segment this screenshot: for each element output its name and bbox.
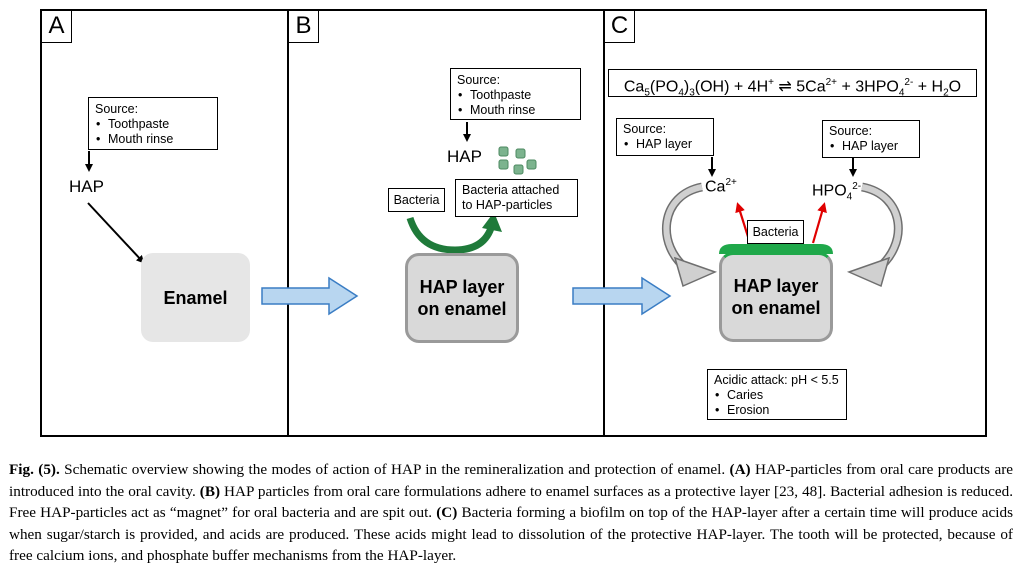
source-item: Toothpaste: [457, 88, 574, 103]
panel-b-hap-label: HAP: [447, 147, 482, 166]
panel-c-bacteria-box: Bacteria: [747, 220, 804, 244]
flow-arrow-a-to-b: [261, 276, 359, 316]
formula-sub: 2: [943, 87, 949, 99]
panel-c-source-right-box: Source: HAP layer: [822, 120, 920, 158]
formula-part: (PO: [649, 78, 679, 96]
panel-b-attached-box: Bacteria attached to HAP-particles: [455, 179, 578, 217]
phosphate-ion-label: HPO42-: [812, 181, 861, 203]
panel-b-hap-layer: HAP layer on enamel: [405, 253, 519, 343]
hap-particle: [515, 148, 526, 159]
arrow-hap-to-enamel-a: [87, 202, 145, 264]
acid-item: Erosion: [714, 403, 840, 418]
hap-particle: [498, 146, 509, 157]
formula-sup: +: [768, 77, 774, 88]
red-arrow-hpo: [811, 202, 827, 244]
formula-part: (OH) + 4H: [694, 78, 769, 96]
reaction-formula: Ca5(PO4)3(OH) + 4H+ ⇌ 5Ca2+ + 3HPO42- + …: [608, 69, 977, 99]
panel-b-letter: B: [289, 11, 319, 43]
flow-arrow-b-to-c: [572, 276, 672, 316]
source-item: Toothpaste: [95, 117, 211, 132]
acidic-attack-box: Acidic attack: pH < 5.5 Caries Erosion: [707, 369, 847, 420]
formula-sub: 4: [678, 87, 684, 99]
formula-sup: 2+: [825, 77, 838, 88]
caption-tag-c: (C): [436, 504, 458, 521]
source-title: Source:: [829, 124, 873, 138]
source-title: Source:: [623, 122, 667, 136]
hap-particle: [498, 159, 509, 170]
caption-tag-b: (B): [199, 482, 221, 500]
source-item: Mouth rinse: [457, 103, 574, 118]
formula-part: Ca: [623, 78, 645, 96]
panel-divider-ab: [287, 9, 289, 437]
gray-curved-arrow-right-outline: [860, 182, 903, 274]
panel-c-letter: C: [605, 11, 635, 43]
ion-charge: 2+: [725, 177, 737, 188]
green-arrow-head: [482, 212, 502, 232]
source-title: Source:: [95, 102, 139, 116]
source-item: Mouth rinse: [95, 132, 211, 147]
panel-a-letter: A: [42, 11, 72, 43]
gray-curved-arrow-left-outline: [661, 182, 704, 274]
formula-part: O: [948, 78, 962, 96]
calcium-ion-label: Ca2+: [705, 177, 737, 196]
formula-sub: 4: [898, 87, 905, 99]
hap-particle: [526, 159, 537, 170]
panel-b-bacteria-box: Bacteria: [388, 188, 445, 212]
ion-symbol: Ca: [705, 178, 726, 196]
caption-fig-label: Fig. (5).: [9, 461, 60, 478]
panel-a-source-box: Source: Toothpaste Mouth rinse: [88, 97, 218, 150]
formula-sub: 3: [689, 87, 695, 99]
source-item: HAP layer: [829, 139, 913, 154]
source-item: HAP layer: [623, 137, 707, 152]
enamel-block: Enamel: [141, 253, 250, 342]
panel-c-hap-layer: HAP layer on enamel: [719, 252, 833, 342]
acid-item: Caries: [714, 388, 840, 403]
panel-a-hap-label: HAP: [69, 177, 104, 196]
hap-particle: [513, 164, 524, 175]
formula-sup: 2-: [904, 77, 914, 88]
acid-title: Acidic attack: pH < 5.5: [714, 373, 839, 387]
green-curved-arrow: [406, 216, 496, 254]
figure-frame: [40, 9, 987, 437]
source-title: Source:: [457, 73, 501, 87]
gray-arrow-left-head: [673, 256, 718, 288]
caption-tag-a: (A): [729, 461, 751, 478]
ion-symbol: HPO: [812, 182, 847, 200]
caption-intro: Schematic overview showing the modes of …: [59, 461, 730, 478]
panel-b-source-box: Source: Toothpaste Mouth rinse: [450, 68, 581, 120]
ion-charge: 2-: [852, 181, 862, 192]
formula-part: ⇌ 5Ca: [773, 78, 826, 96]
panel-divider-bc: [603, 9, 605, 437]
formula-part: + 3HPO: [837, 78, 899, 96]
caption-text-a: HAP-particles from oral care products ar…: [9, 461, 1013, 500]
caption-text-c: Bacteria forming a biofilm on top of the…: [9, 504, 1013, 564]
gray-arrow-right-head: [846, 256, 891, 288]
figure-caption: Fig. (5). Schematic overview showing the…: [9, 459, 1013, 567]
biofilm-band: [719, 244, 833, 254]
caption-text-b: HAP particles from oral care formulation…: [9, 482, 1013, 522]
formula-part: ): [683, 78, 690, 96]
formula-sub: 5: [644, 87, 650, 99]
formula-part: + H: [913, 78, 944, 96]
ion-sub: 4: [846, 191, 853, 203]
panel-c-source-left-box: Source: HAP layer: [616, 118, 714, 156]
